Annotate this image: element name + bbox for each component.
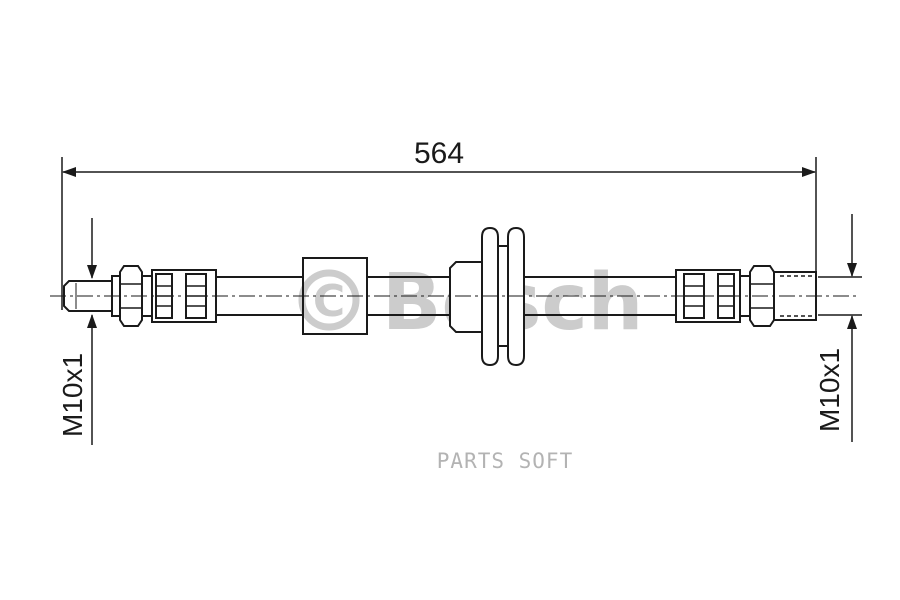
parts-soft-brand: PARTS SOFT: [437, 449, 573, 473]
right-thread-label: M10x1: [814, 348, 845, 432]
hose-body: [216, 276, 676, 316]
overall-length-dimension: 564: [61, 137, 817, 310]
watermark-copyright-symbol: C: [313, 276, 345, 327]
overall-length-label: 564: [414, 137, 464, 170]
right-thread-callout: M10x1: [814, 214, 862, 442]
left-thread-label: M10x1: [57, 353, 88, 437]
left-thread-callout: M10x1: [57, 218, 97, 445]
